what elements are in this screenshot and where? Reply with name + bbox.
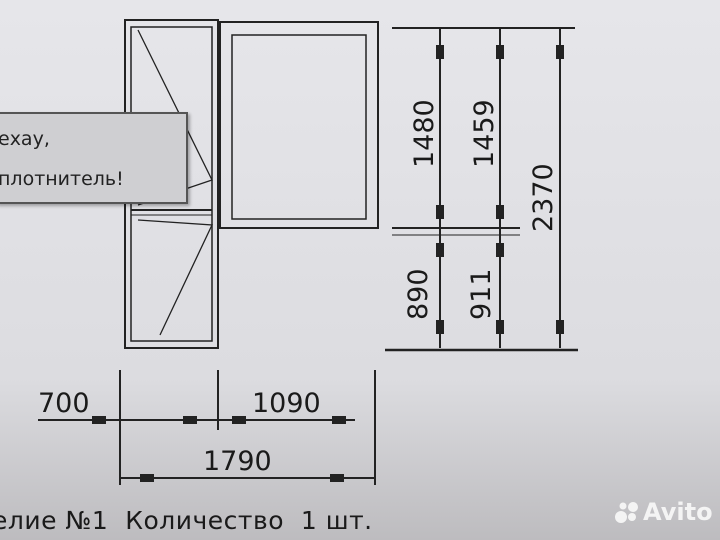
dim-911: 911	[466, 268, 497, 320]
dim-700: 700	[38, 388, 90, 419]
dim-1090: 1090	[252, 388, 321, 419]
dim-1790: 1790	[203, 446, 272, 477]
dim-1480: 1480	[409, 99, 440, 168]
avito-text: Avito	[643, 498, 713, 526]
dim-890: 890	[403, 268, 434, 320]
window-glass	[231, 34, 367, 220]
dim-2370: 2370	[528, 163, 559, 232]
dim-1459: 1459	[469, 99, 500, 168]
caption: елие №1 Количество 1 шт.	[0, 506, 373, 535]
tooltip: ехау, плотнитель!	[0, 112, 188, 204]
avito-watermark: Avito	[614, 498, 713, 526]
tooltip-line-1: ехау,	[0, 128, 50, 150]
tooltip-line-2: плотнитель!	[0, 168, 124, 190]
avito-logo-icon	[615, 502, 638, 523]
window-frame	[219, 21, 379, 229]
